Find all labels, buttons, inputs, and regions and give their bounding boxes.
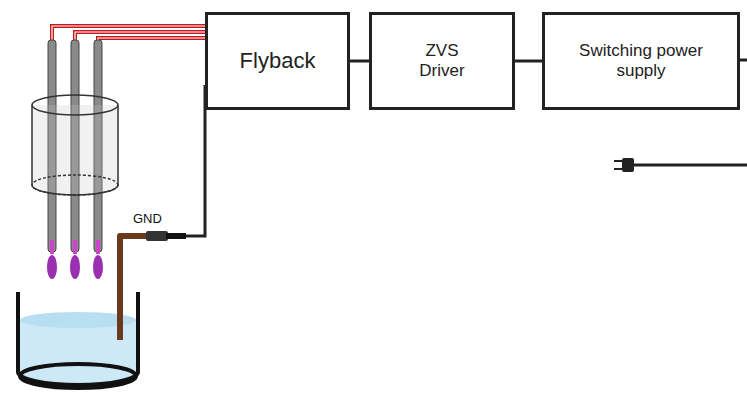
box-label: ZVS Driver xyxy=(402,41,482,82)
signal-name: GND xyxy=(133,211,162,226)
connector-line xyxy=(350,60,369,63)
box-label: Switching power supply xyxy=(576,41,706,82)
process-box: Flyback xyxy=(205,12,350,110)
process-box: ZVS Driver xyxy=(369,12,515,110)
connector-line xyxy=(515,60,542,63)
process-box: Switching power supply xyxy=(542,12,740,110)
mains-wire xyxy=(740,59,747,62)
mains-plug xyxy=(614,158,747,172)
box-label: Flyback xyxy=(240,48,316,74)
ground-electrode xyxy=(120,85,205,340)
glass-cylinder xyxy=(32,95,118,195)
